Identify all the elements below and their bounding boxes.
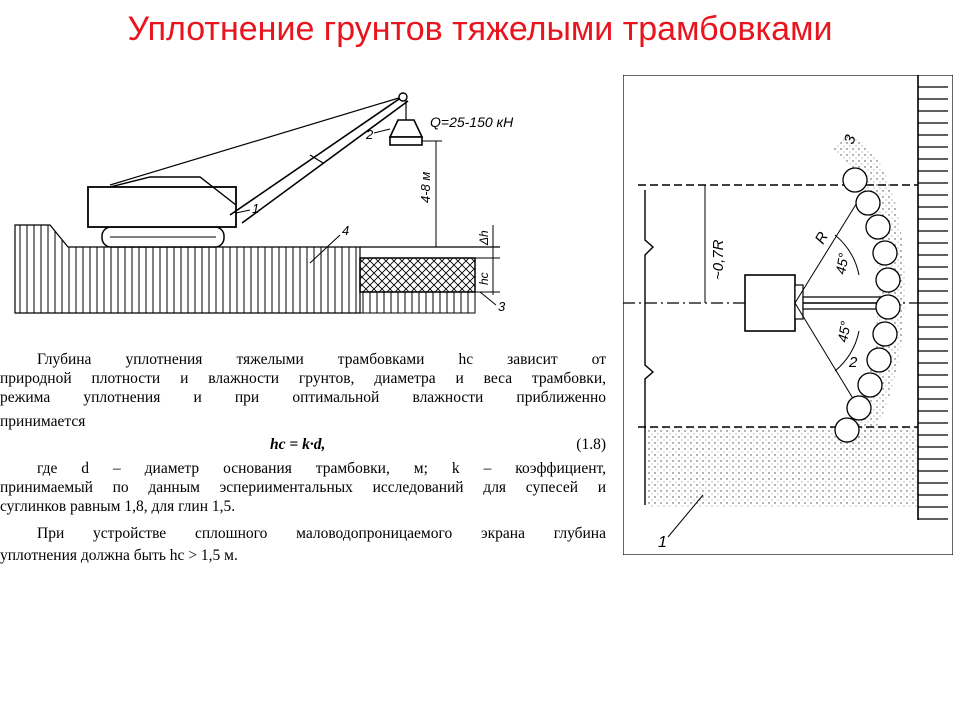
slide-title: Уплотнение грунтов тяжелыми трамбовками: [127, 10, 833, 48]
crane-tamping-diagram: Q=25-150 кН 4-8 м Δh hc 1 2 4 3: [14, 92, 514, 314]
paragraph-1-line-1: Глубина уплотнения тяжелыми трамбовками …: [37, 351, 606, 368]
callout-4: 4: [342, 223, 349, 238]
paragraph-2-line-3: суглинков равным 1,8, для глин 1,5.: [0, 498, 236, 515]
load-label: Q=25-150 кН: [430, 114, 514, 130]
crane-body: [87, 186, 237, 228]
callout-2: 2: [365, 127, 374, 142]
callout-2: 2: [848, 354, 858, 371]
tamper: [388, 119, 424, 138]
tamping-circles: [834, 167, 901, 443]
height-dim-label: 4-8 м: [418, 172, 433, 203]
wall-ticks: [918, 86, 948, 520]
callout-1: 1: [658, 534, 667, 551]
paragraph-2-line-2: принимаемый по данным эсперииментальных …: [0, 479, 606, 496]
formula-number: (1.8): [576, 436, 606, 453]
paragraph-1-line-4: принимается: [0, 413, 86, 430]
callout-1: 1: [252, 201, 259, 216]
paragraph-2-line-1: где d – диаметр основания трамбовки, м; …: [37, 460, 606, 477]
radius-label: ~0,7R: [710, 239, 727, 280]
compaction-plan-diagram: ~0,7R 45° 45° R 2 3 1: [623, 75, 953, 555]
compacted-zone: [359, 257, 476, 293]
paragraph-3-line-2: уплотнения должна быть hc > 1,5 м.: [0, 547, 238, 564]
soil-right: [359, 291, 476, 314]
angle-top-label: 45°: [832, 251, 852, 275]
crane-boom: [229, 96, 409, 224]
paragraph-1-line-2: природной плотности и влажности грунтов,…: [0, 370, 606, 387]
hc-label: hc: [477, 272, 491, 285]
compacted-arc-zone: [833, 135, 905, 455]
paragraph-3-line-1: При устройстве сплошного маловодопроница…: [37, 525, 606, 542]
paragraph-1-line-3: режима уплотнения и при оптимальной влаж…: [0, 389, 606, 406]
formula: hc = k·d,: [270, 436, 326, 453]
dh-label: Δh: [477, 230, 491, 246]
callout-3: 3: [498, 299, 506, 314]
tamper-block: [744, 274, 796, 332]
formula-row: hc = k·d, (1.8): [0, 436, 606, 455]
angle-bottom-label: 45°: [834, 319, 854, 343]
